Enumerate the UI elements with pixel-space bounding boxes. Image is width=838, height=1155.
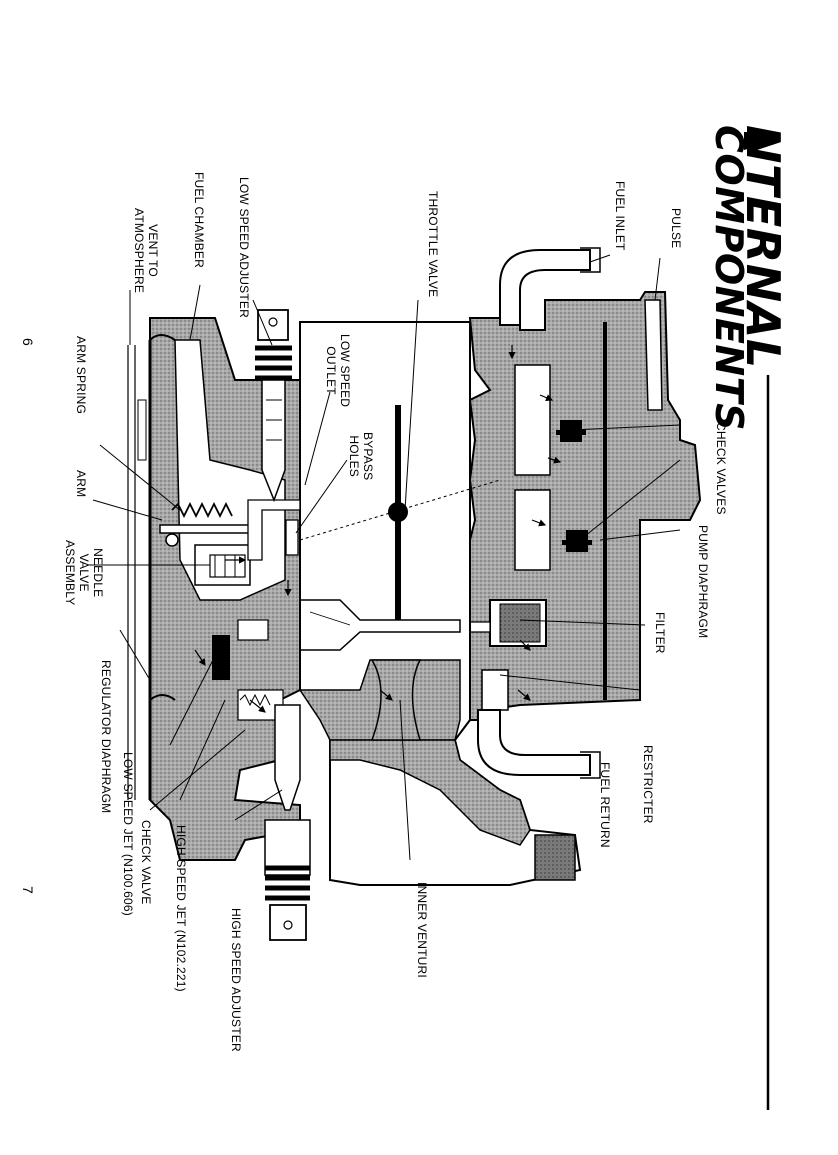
label-low-speed-adjuster: LOW SPEED ADJUSTER [237, 177, 251, 318]
flow-arrows [194, 345, 562, 713]
page-title: NTERNAL COMPONENTS [707, 125, 790, 432]
label-regulator-diaphragm: REGULATOR DIAPHRAGM [99, 660, 113, 814]
high-speed-adjuster [264, 704, 311, 941]
label-filter: FILTER [653, 612, 667, 654]
label-check-valve: CHECK VALVE [139, 820, 153, 905]
label-fuel-inlet: FUEL INLET [613, 181, 627, 251]
label-bypass-line1: BYPASS [361, 432, 375, 481]
label-bypass-line2: HOLES [347, 435, 361, 478]
label-fuel-chamber: FUEL CHAMBER [192, 172, 206, 268]
label-needle-line3: ASSEMBLY [63, 540, 77, 606]
label-check-valves: CHECK VALVES [714, 422, 728, 515]
label-needle-valve-assembly: NEEDLE VALVE ASSEMBLY [63, 540, 105, 605]
title-line-2: COMPONENTS [707, 125, 751, 432]
fuel-inlet-tube [499, 247, 601, 326]
label-needle-line1: NEEDLE [91, 548, 105, 598]
label-throttle-valve: THROTTLE VALVE [426, 191, 440, 298]
label-high-speed-jet: HIGH SPEED JET (N102.221) [174, 825, 188, 992]
regulator-body [127, 317, 301, 861]
label-pump-diaphragm: PUMP DIAPHRAGM [696, 525, 710, 639]
label-needle-line2: VALVE [77, 553, 91, 592]
label-restricter: RESTRICTER [641, 745, 655, 824]
label-arm: ARM [74, 470, 88, 498]
label-low-speed-outlet-line1: LOW SPEED [338, 334, 352, 408]
label-low-speed-outlet: LOW SPEED OUTLET [324, 334, 352, 407]
pump-body [448, 291, 702, 721]
label-vent-to-atmosphere: VENT TO ATMOSPHERE [132, 208, 160, 293]
label-bypass-holes: BYPASS HOLES [347, 432, 375, 480]
label-low-speed-outlet-line2: OUTLET [324, 346, 338, 395]
label-low-speed-jet: LOW SPEED JET (N100.606) [121, 752, 135, 916]
title-rule [744, 132, 772, 1110]
main-body [298, 321, 582, 886]
low-speed-adjuster [255, 309, 292, 503]
label-vent-line1: VENT TO [146, 224, 160, 277]
page-number-left: 6 [20, 338, 36, 346]
label-fuel-return: FUEL RETURN [598, 762, 612, 848]
label-inner-venturi: INNER VENTURI [415, 882, 429, 978]
label-arm-spring: ARM SPRING [74, 336, 88, 415]
fuel-return-tube [477, 709, 601, 779]
title-line-1: NTERNAL [736, 125, 790, 369]
label-pulse: PULSE [669, 208, 683, 249]
leader-lines [88, 254, 681, 861]
label-vent-line2: ATMOSPHERE [132, 208, 146, 294]
label-high-speed-adjuster: HIGH SPEED ADJUSTER [229, 908, 243, 1052]
page-number-right: 7 [20, 886, 36, 894]
